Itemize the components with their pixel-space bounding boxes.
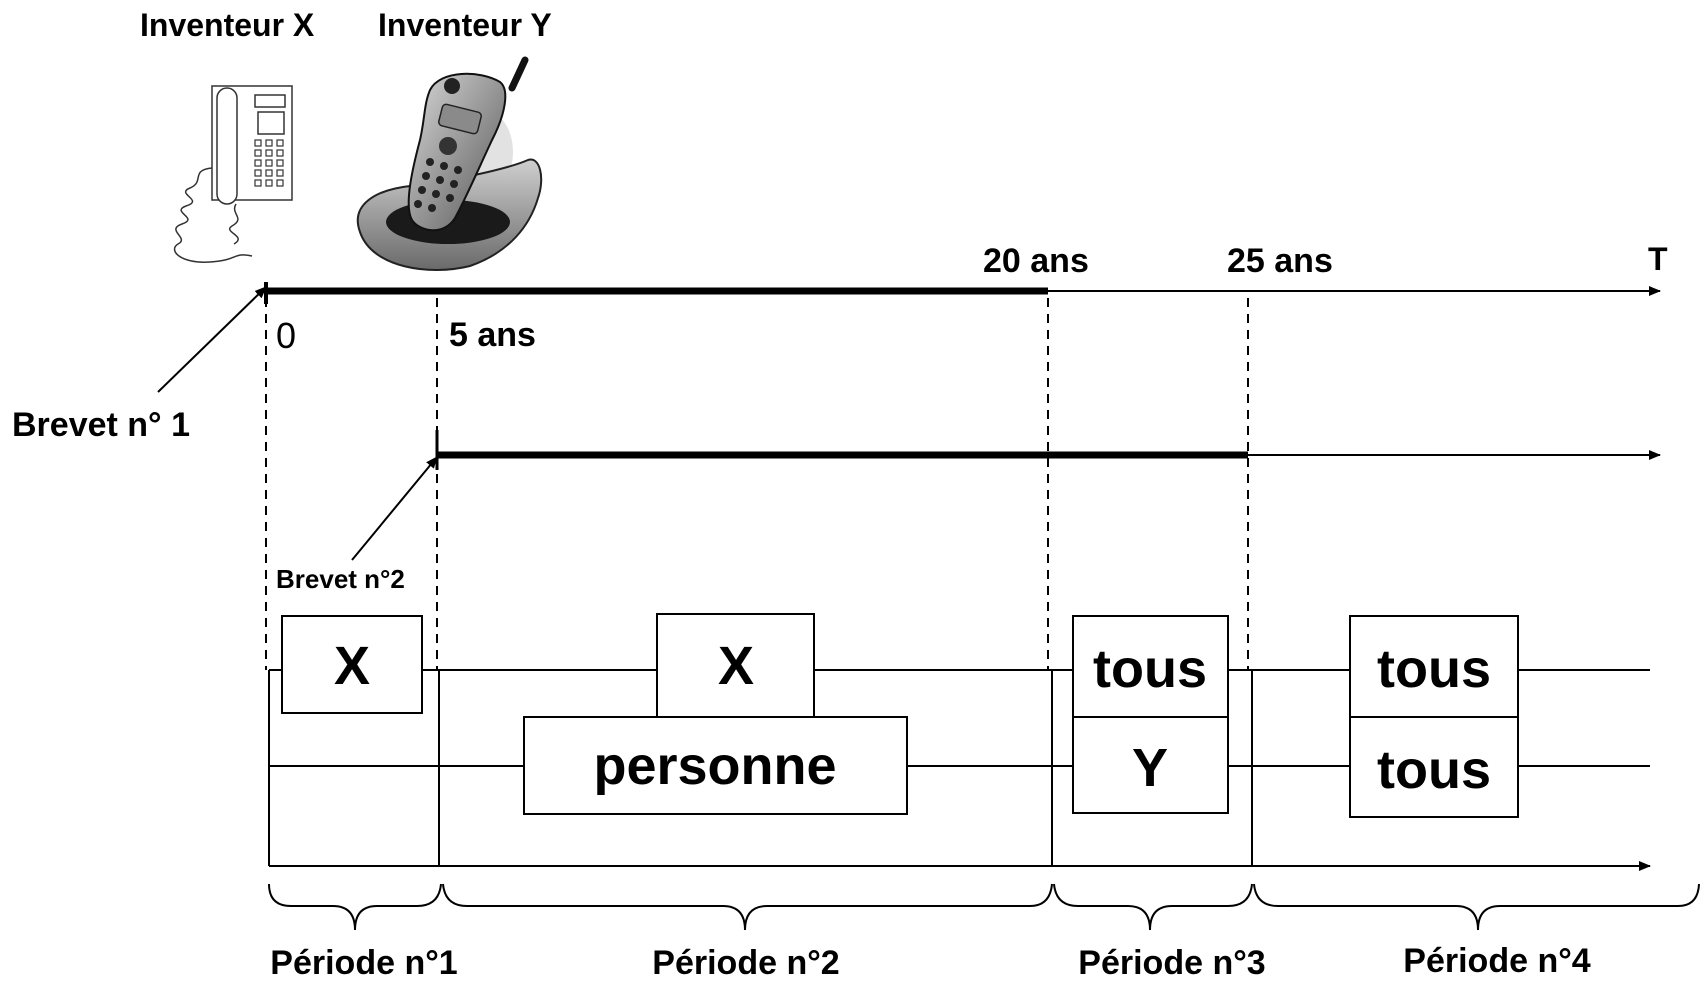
inventor-y-label: Inventeur Y: [378, 7, 552, 43]
period-label-2: Période n°2: [652, 944, 839, 982]
period-label-3: Période n°3: [1078, 944, 1265, 982]
patent1-label: Brevet n° 1: [12, 406, 190, 444]
rights-text-period2-top: X: [718, 636, 754, 696]
rights-text-period4-top: tous: [1377, 639, 1491, 699]
rights-box-period2-bottom: personne: [523, 716, 908, 815]
tick-label-20: 20 ans: [983, 242, 1089, 280]
patent2-label: Brevet n°2: [276, 564, 405, 594]
tick-label-25: 25 ans: [1227, 242, 1333, 280]
period-label-4: Période n°4: [1403, 942, 1591, 980]
rights-text-period2-bottom: personne: [593, 736, 836, 796]
period2-brace: [442, 883, 1053, 931]
rights-text-period4-bottom: tous: [1377, 740, 1491, 800]
period4-brace: [1253, 883, 1700, 931]
patent1-pointer-arrow: [157, 286, 267, 393]
tick-label-5: 5 ans: [449, 316, 536, 354]
cordless-phone-icon: [357, 56, 543, 271]
desk-phone-icon: [173, 85, 293, 263]
rights-box-period3: tous Y: [1072, 615, 1229, 814]
inventor-x-label: Inventeur X: [140, 7, 315, 43]
patent2-pointer-arrow: [351, 456, 438, 561]
tick-label-0: 0: [276, 315, 296, 356]
rights-text-period3-bottom: Y: [1132, 738, 1168, 798]
rights-text-period1-top: X: [334, 636, 370, 696]
period3-brace: [1053, 883, 1253, 931]
rights-box-period2-top: X: [656, 613, 815, 718]
period1-brace: [268, 883, 442, 931]
rights-box-period4: tous tous: [1349, 615, 1519, 818]
rights-text-period3-top: tous: [1093, 639, 1207, 699]
period-label-1: Période n°1: [270, 944, 457, 982]
rights-box-period1-top: X: [281, 615, 423, 714]
axis-label-t: T: [1648, 241, 1668, 277]
